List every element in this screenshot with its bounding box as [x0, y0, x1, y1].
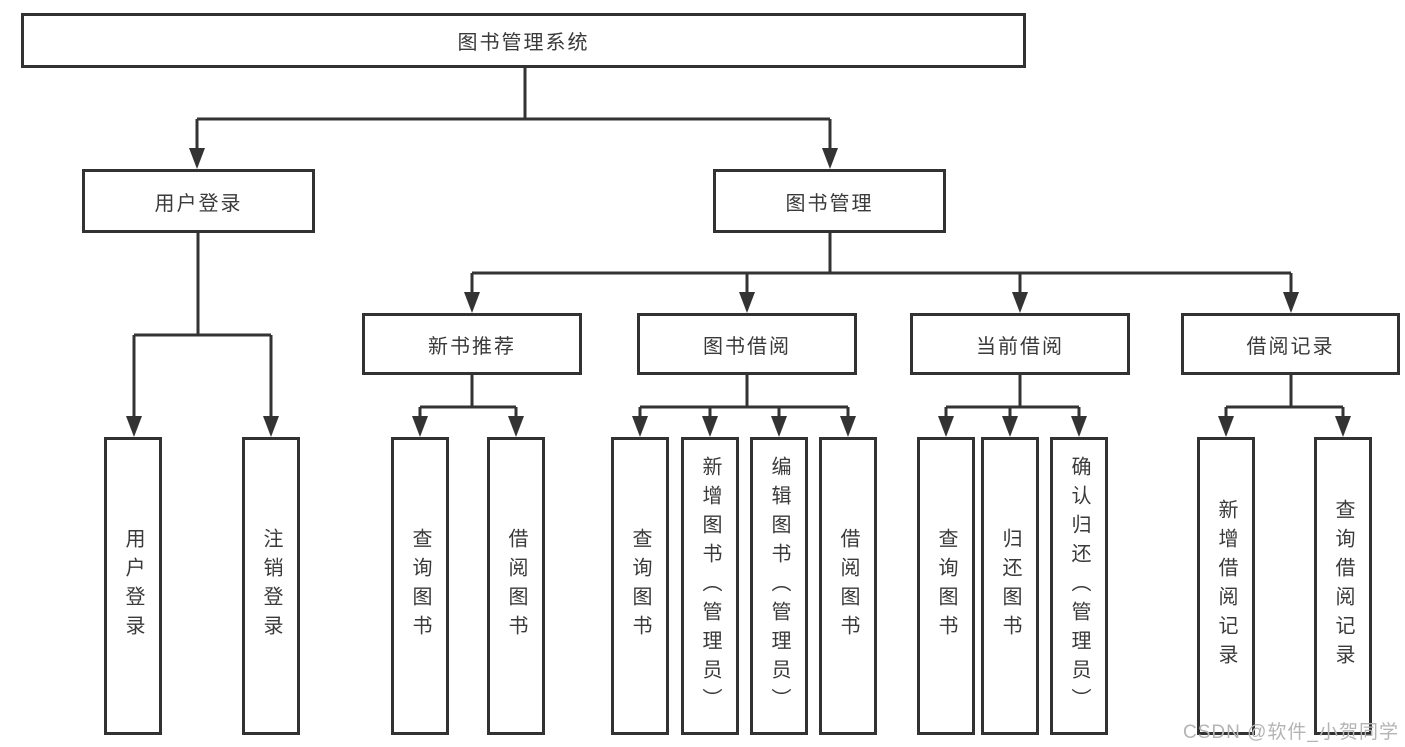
node-label: 图书借阅	[703, 335, 791, 358]
node-label: 新书推荐	[428, 335, 516, 358]
node-label: 注销登录	[260, 528, 282, 644]
node-root: 图书管理系统	[21, 13, 1026, 68]
leaf-cb-query-books: 查询图书	[917, 437, 975, 735]
node-label: 图书管理	[785, 192, 874, 215]
leaf-bb-query-books: 查询图书	[611, 437, 669, 735]
node-label: 确认归还（管理员）	[1068, 455, 1090, 717]
leaf-nb-borrow-books: 借阅图书	[487, 437, 545, 735]
leaf-user-login: 用户登录	[104, 437, 162, 735]
node-label: 查询图书	[629, 528, 651, 644]
leaf-br-add-record: 新增借阅记录	[1197, 437, 1255, 735]
leaf-bb-edit-books-admin: 编辑图书（管理员）	[750, 437, 808, 735]
node-borrow-record: 借阅记录	[1181, 313, 1400, 375]
leaf-nb-query-books: 查询图书	[391, 437, 449, 735]
leaf-cb-return-books: 归还图书	[981, 437, 1039, 735]
node-new-book-rec: 新书推荐	[362, 313, 582, 375]
node-label: 查询借阅记录	[1332, 499, 1354, 673]
node-label: 图书管理系统	[457, 32, 590, 54]
node-label: 借阅记录	[1246, 335, 1335, 358]
node-label: 查询图书	[409, 528, 431, 644]
node-book-borrow: 图书借阅	[637, 313, 857, 375]
node-label: 新增图书（管理员）	[699, 455, 721, 717]
node-label: 用户登录	[122, 528, 144, 644]
node-label: 编辑图书（管理员）	[768, 455, 790, 717]
node-label: 新增借阅记录	[1215, 499, 1237, 673]
node-label: 借阅图书	[505, 528, 527, 644]
leaf-logout: 注销登录	[242, 437, 300, 735]
watermark: CSDN @软件_小贺同学	[1183, 722, 1399, 743]
leaf-bb-borrow-books: 借阅图书	[819, 437, 877, 735]
node-user-login: 用户登录	[82, 169, 315, 233]
node-label: 归还图书	[999, 528, 1021, 644]
leaf-br-query-record: 查询借阅记录	[1314, 437, 1372, 735]
node-label: 当前借阅	[976, 335, 1064, 358]
node-book-mgmt: 图书管理	[713, 169, 946, 233]
node-label: 用户登录	[154, 192, 243, 215]
leaf-cb-confirm-return-admin: 确认归还（管理员）	[1050, 437, 1108, 735]
node-label: 查询图书	[935, 528, 957, 644]
leaf-bb-add-books-admin: 新增图书（管理员）	[681, 437, 739, 735]
node-label: 借阅图书	[837, 528, 859, 644]
node-current-borrow: 当前借阅	[910, 313, 1130, 375]
